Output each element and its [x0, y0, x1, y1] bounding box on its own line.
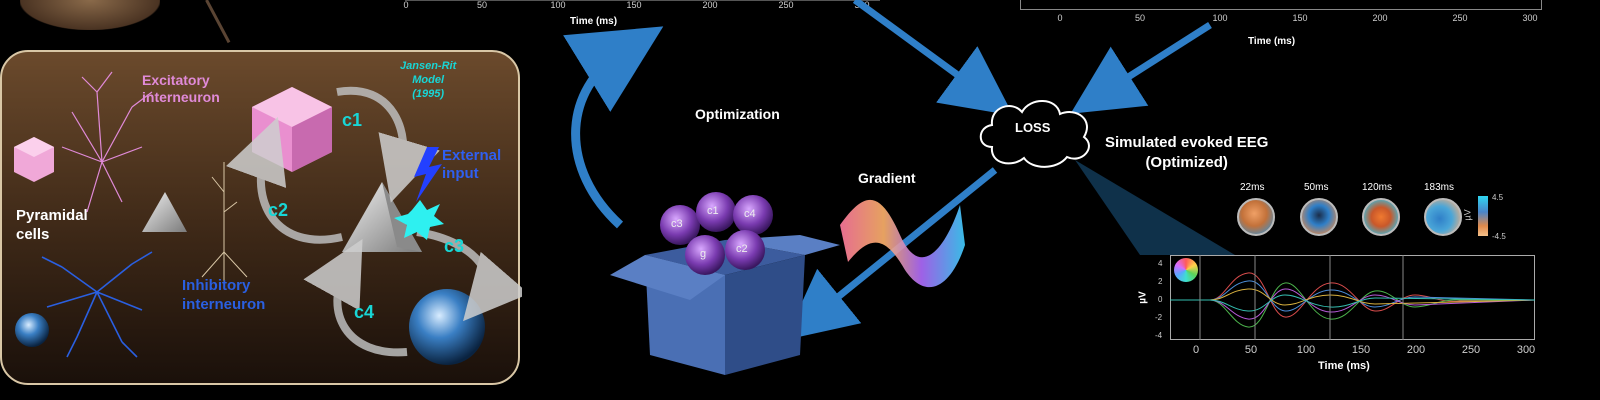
- excitatory-label: Excitatory interneuron: [142, 72, 220, 106]
- inhibitory-label: Inhibitory interneuron: [182, 277, 265, 315]
- optimization-box-icon: [610, 235, 840, 375]
- topomap-120ms: [1362, 198, 1400, 236]
- model-title-line1: Jansen-Rit: [400, 60, 457, 72]
- topomap-183ms: [1424, 198, 1462, 236]
- jansen-rit-model-panel: Jansen-Rit Model (1995) Excitatory inter…: [0, 50, 530, 385]
- top-left-xtick: 0: [403, 0, 409, 10]
- eeg-xtick: 150: [1351, 344, 1371, 356]
- loss-label: LOSS: [1015, 120, 1051, 135]
- connection-arrows: [226, 86, 530, 357]
- loss-cloud-icon: [979, 100, 1090, 168]
- model-title: Jansen-Rit Model (1995): [400, 60, 456, 101]
- eeg-traces: [1170, 255, 1535, 340]
- pyramidal-label: Pyramidal cells: [16, 207, 88, 245]
- arrow-to-loss-right: [1070, 22, 1212, 114]
- simulated-title-line2: (Optimized): [1145, 153, 1228, 171]
- colorbar-max: 4.5: [1492, 193, 1504, 202]
- eeg-xtick: 200: [1406, 344, 1426, 356]
- param-ball-label: c4: [744, 208, 756, 220]
- eeg-xlabel: Time (ms): [1318, 360, 1370, 372]
- excitatory-label-line2: interneuron: [142, 88, 220, 105]
- gradient-wave-icon: [840, 199, 965, 288]
- optimization-label: Optimization: [695, 106, 780, 122]
- top-right-xtick: 150: [1292, 13, 1308, 23]
- excitatory-neuron-icon: [61, 71, 153, 213]
- param-ball-label: g: [700, 248, 707, 260]
- eeg-xtick: 300: [1516, 344, 1536, 356]
- simulated-title-line1: Simulated evoked EEG: [1105, 134, 1269, 151]
- parameter-balls: [660, 192, 773, 275]
- param-ball-label: c2: [736, 243, 748, 255]
- top-right-xtick: 100: [1212, 13, 1228, 23]
- model-title-line2: Model: [412, 73, 445, 86]
- param-ball-label: c3: [671, 218, 683, 230]
- connection-label-c3: c3: [444, 236, 465, 256]
- pyramidal-label-line1: Pyramidal: [16, 207, 88, 224]
- arrow-to-loss-left: [852, 0, 1014, 116]
- excitatory-cube-small-icon: [14, 137, 54, 182]
- electrode-layout-icon: [1174, 258, 1198, 282]
- model-drawing: [14, 71, 530, 365]
- top-right-xtick: 250: [1452, 13, 1468, 23]
- inhibitory-label-line1: Inhibitory: [182, 277, 251, 294]
- connection-label-c1: c1: [342, 110, 363, 130]
- top-right-plot-fragment: 0 50 100 150 200 250 300 Time (ms): [1010, 0, 1550, 52]
- optimization-curved-arrow: [563, 26, 664, 229]
- eeg-ytick: 4: [1158, 259, 1163, 268]
- inhibitory-label-line2: interneuron: [182, 295, 266, 313]
- external-input-line2: input: [442, 165, 479, 182]
- top-left-xtick: 150: [626, 0, 642, 10]
- top-right-xtick: 200: [1372, 13, 1388, 23]
- topo-label: 22ms: [1240, 182, 1265, 193]
- top-left-xtick: 50: [476, 0, 488, 10]
- projection-beam: [1075, 160, 1235, 255]
- top-right-xlabel: Time (ms): [1248, 36, 1296, 47]
- model-title-line3: (1995): [412, 87, 445, 100]
- eeg-xtick: 100: [1296, 344, 1316, 356]
- inhibitory-neuron-icon: [41, 251, 153, 358]
- top-left-plot-axis: [405, 0, 880, 1]
- eeg-xtick: 250: [1461, 344, 1481, 356]
- eeg-ylabel: µV: [1137, 291, 1149, 304]
- brain-image-fragment: [20, 0, 160, 30]
- top-left-xtick: 100: [550, 0, 566, 10]
- connection-label-c4: c4: [354, 302, 375, 322]
- pyramidal-small-icon: [142, 192, 187, 232]
- top-left-xtick: 200: [702, 0, 718, 10]
- top-left-xtick: 250: [778, 0, 794, 10]
- eeg-ytick: 0: [1158, 295, 1163, 304]
- eeg-ytick: -4: [1155, 331, 1163, 340]
- external-input-label: External input: [442, 147, 501, 183]
- topomap-50ms: [1300, 198, 1338, 236]
- colorbar: [1478, 196, 1488, 236]
- topo-label: 120ms: [1362, 182, 1393, 193]
- pyramidal-label-line2: cells: [16, 225, 50, 243]
- topo-label: 183ms: [1424, 182, 1455, 193]
- top-right-xtick: 0: [1057, 13, 1063, 23]
- eeg-ytick: 2: [1158, 277, 1163, 286]
- param-ball-label: c1: [707, 205, 719, 217]
- gradient-label: Gradient: [858, 170, 916, 186]
- top-left-xlabel: Time (ms): [570, 16, 618, 27]
- top-right-plot-frame: [1020, 0, 1542, 10]
- topomap-22ms: [1237, 198, 1275, 236]
- top-right-xtick: 50: [1134, 13, 1146, 23]
- eeg-xtick: 0: [1192, 344, 1200, 356]
- colorbar-min: -4.5: [1492, 232, 1506, 241]
- eeg-xtick: 50: [1244, 344, 1258, 356]
- top-right-xtick: 300: [1522, 13, 1538, 23]
- topo-label: 50ms: [1304, 182, 1329, 193]
- simulated-title: Simulated evoked EEG (Optimized): [1105, 133, 1268, 172]
- excitatory-label-line1: Excitatory: [142, 72, 210, 88]
- connection-label-c2: c2: [268, 200, 289, 220]
- external-input-icon: [394, 147, 444, 240]
- external-input-line1: External: [442, 147, 502, 164]
- eeg-ytick: -2: [1155, 313, 1163, 322]
- inhibitory-sphere-small-icon: [15, 313, 49, 347]
- colorbar-unit: µV: [1462, 209, 1473, 221]
- pyramidal-neuron-icon: [201, 162, 248, 282]
